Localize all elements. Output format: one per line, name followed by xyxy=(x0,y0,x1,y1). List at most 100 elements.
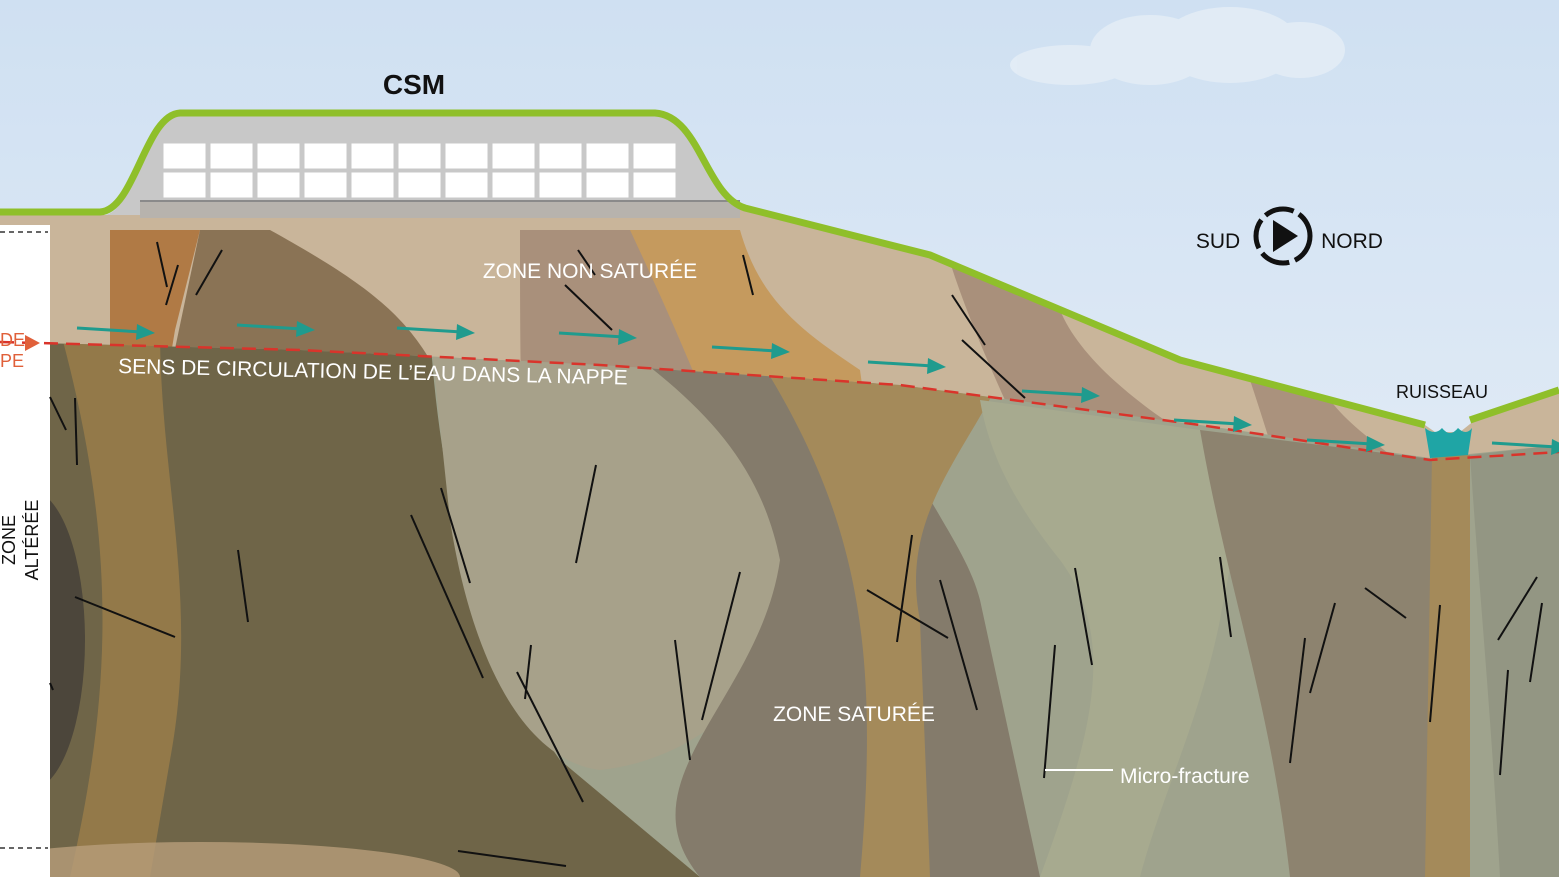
ochre-band xyxy=(760,360,1000,877)
micro-fracture-line xyxy=(74,397,78,466)
flow-arrow-icon xyxy=(1021,387,1100,403)
micro-fracture-line xyxy=(1529,602,1543,683)
flow-arrow-shaft xyxy=(76,326,143,334)
waste-cell xyxy=(632,171,677,199)
flow-arrow-icon xyxy=(396,324,475,340)
flow-arrow-shaft xyxy=(711,345,778,353)
micro-fractures xyxy=(49,241,1543,867)
flow-arrow-shaft xyxy=(1491,441,1558,449)
micro-fracture-line xyxy=(674,639,691,761)
dark-band xyxy=(0,342,700,877)
micro-fracture-line xyxy=(516,671,584,803)
waste-cell xyxy=(303,171,348,199)
waste-cell xyxy=(350,142,395,170)
waste-cell xyxy=(538,142,583,170)
waste-cell xyxy=(585,142,630,170)
flow-arrow-head xyxy=(1551,439,1559,455)
waste-cell xyxy=(162,142,207,170)
zone-saturee-label: ZONE SATURÉE xyxy=(773,703,935,726)
micro-fracture-line xyxy=(195,249,223,296)
micro-fracture-line xyxy=(577,249,596,276)
micro-fracture-line xyxy=(156,241,168,288)
flow-arrow-head xyxy=(296,321,315,337)
left-cut-label-2: PE xyxy=(0,351,24,371)
flow-arrow-icon xyxy=(1173,416,1252,432)
micro-fracture-line xyxy=(1043,644,1056,779)
micro-fracture-line xyxy=(1289,637,1306,764)
waste-cell xyxy=(491,142,536,170)
flow-arrow-icon xyxy=(236,321,315,337)
micro-fracture-line xyxy=(1497,576,1538,641)
waste-cell xyxy=(397,142,442,170)
flow-arrow-icon xyxy=(76,324,155,340)
compass-arrow-icon xyxy=(1273,220,1298,252)
flow-arrow-head xyxy=(927,358,946,374)
waste-cell xyxy=(585,171,630,199)
ochre-band xyxy=(60,342,182,877)
micro-fracture-line xyxy=(1309,602,1336,694)
water-table-marker-icon xyxy=(25,335,40,351)
micro-fracture-line xyxy=(524,644,532,700)
waste-cell xyxy=(538,171,583,199)
green-band xyxy=(980,400,1233,877)
flow-arrow-icon xyxy=(558,329,637,345)
waste-cell xyxy=(209,171,254,199)
flow-arrow-head xyxy=(618,329,637,345)
left-margin xyxy=(0,225,50,877)
bottom-band xyxy=(0,842,460,877)
ground-surface xyxy=(1468,386,1559,424)
compass-north-label: NORD xyxy=(1321,230,1383,253)
micro-fracture-line xyxy=(1074,567,1093,666)
micro-fracture-line xyxy=(410,514,484,679)
micro-fracture-line xyxy=(1429,604,1441,723)
flow-arrow-shaft xyxy=(236,323,303,331)
flow-arrow-shaft xyxy=(1173,418,1240,426)
flow-arrow-head xyxy=(1233,416,1252,432)
zone-non-saturee-label: ZONE NON SATURÉE xyxy=(483,260,697,283)
waste-cell xyxy=(350,171,395,199)
micro-fracture-line xyxy=(951,294,986,346)
grey-band xyxy=(600,342,1040,877)
flow-arrow-shaft xyxy=(558,331,625,339)
zone-alteree-label-1: ZONE xyxy=(0,515,19,565)
micro-fracture-line xyxy=(49,396,67,431)
green-band xyxy=(1470,445,1559,877)
waste-cell xyxy=(491,171,536,199)
ground-surface xyxy=(0,109,1426,429)
flow-arrow-icon xyxy=(1491,439,1559,455)
micro-fracture-line xyxy=(564,284,613,331)
micro-fracture-line xyxy=(1219,556,1232,638)
flow-arrow-icon xyxy=(867,358,946,374)
flow-arrow-head xyxy=(1366,436,1385,452)
compass-south-label: SUD xyxy=(1196,230,1240,253)
waste-cell xyxy=(256,142,301,170)
micro-fracture-line xyxy=(575,464,597,564)
flow-arrow-head xyxy=(456,324,475,340)
flow-arrow-shaft xyxy=(1021,389,1088,397)
flow-arrows xyxy=(76,321,1559,455)
flow-arrow-head xyxy=(1081,387,1100,403)
micro-fracture-line xyxy=(237,549,249,623)
micro-fracture-line xyxy=(701,571,741,721)
stream-band xyxy=(1425,455,1470,877)
page-title: CSM xyxy=(383,69,445,100)
flow-arrow-head xyxy=(771,343,790,359)
waste-cell xyxy=(444,171,489,199)
micro-fracture-line xyxy=(742,254,754,296)
flow-arrow-shaft xyxy=(396,326,463,334)
play-arrow-circle-icon xyxy=(1253,206,1313,266)
flow-arrow-icon xyxy=(1306,436,1385,452)
compass: SUD NORD xyxy=(1196,206,1383,266)
micro-fracture-line xyxy=(1499,669,1509,776)
stream-water xyxy=(1425,428,1472,458)
waste-cell xyxy=(444,142,489,170)
waste-cells xyxy=(162,142,677,199)
flow-arrow-head xyxy=(136,324,155,340)
zone-alteree-label-2: ALTÉRÉE xyxy=(22,500,42,581)
pale-band xyxy=(430,342,790,770)
micro-fracture-line xyxy=(49,682,54,691)
waste-cell xyxy=(209,142,254,170)
waste-cell xyxy=(397,171,442,199)
csm-structure xyxy=(105,115,740,218)
